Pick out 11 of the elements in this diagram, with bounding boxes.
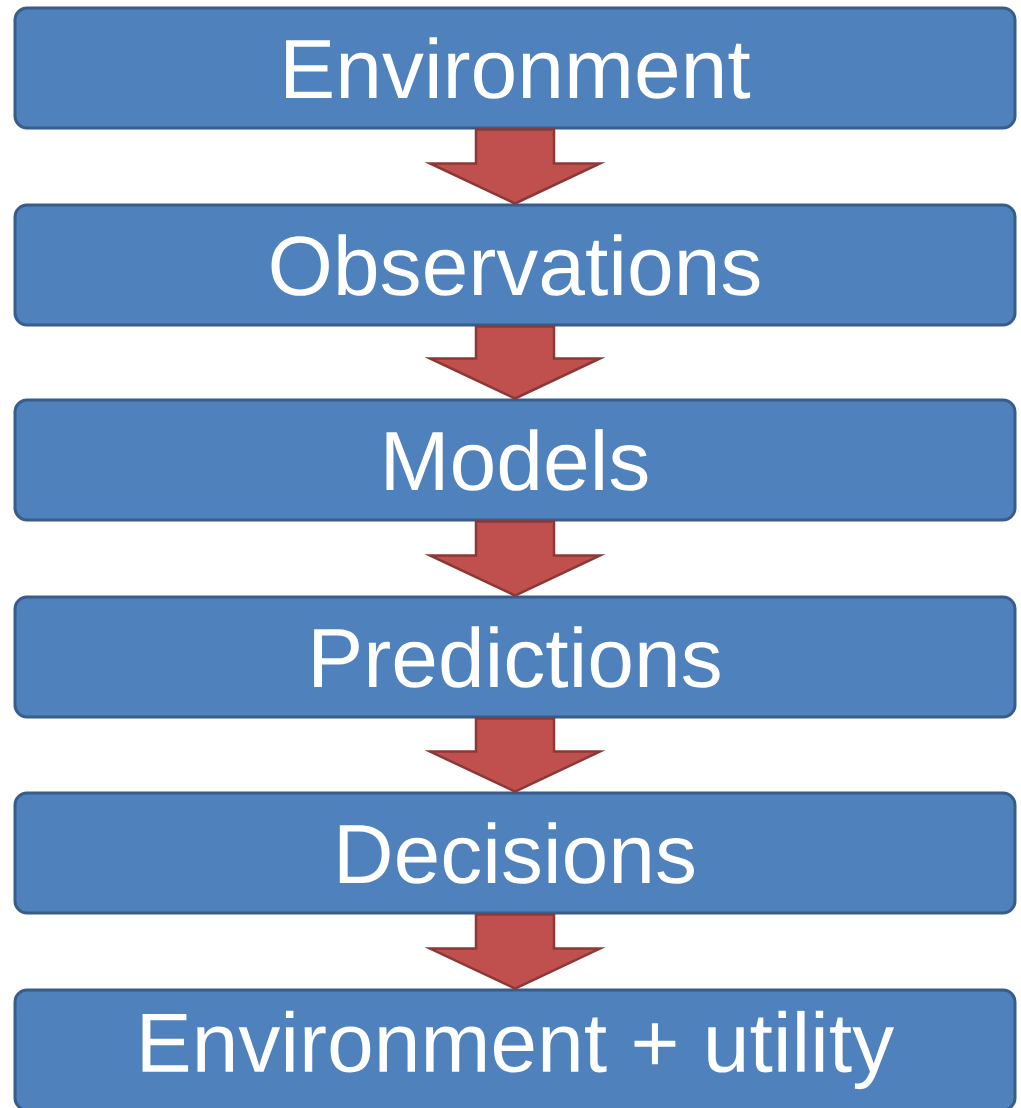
process-box: Environment + utility (13, 988, 1017, 1108)
process-box: Models (13, 398, 1017, 522)
process-box: Predictions (13, 595, 1017, 719)
process-box: Environment (13, 6, 1017, 130)
block-arrow (424, 913, 606, 990)
block-arrow (424, 520, 606, 597)
block-arrow (424, 717, 606, 793)
process-box: Decisions (13, 791, 1017, 915)
block-arrow (424, 128, 606, 205)
process-box: Observations (13, 203, 1017, 327)
block-arrow (424, 325, 606, 400)
